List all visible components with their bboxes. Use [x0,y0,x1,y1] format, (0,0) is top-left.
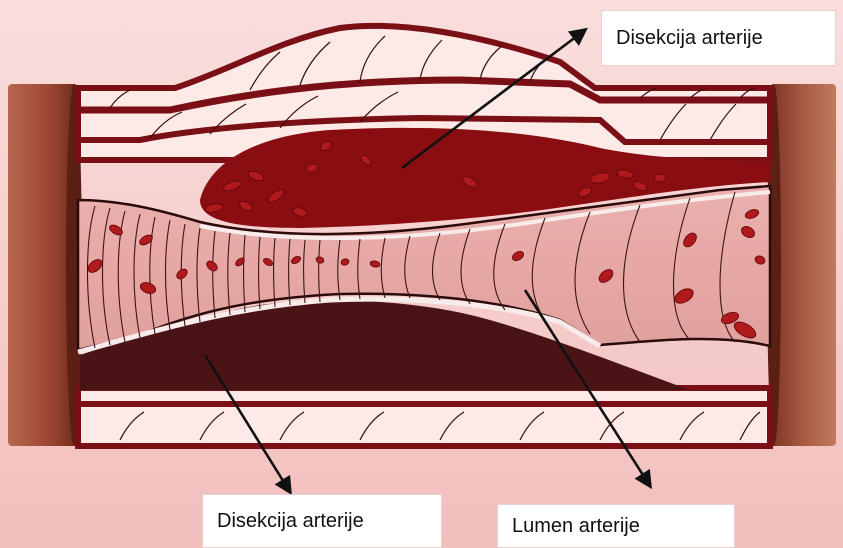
outer-wall-bottom [78,388,770,446]
label-bottom-right-text: Lumen arterije [512,516,640,536]
label-bottom-right-lumen: Lumen arterije [497,504,735,548]
label-bottom-left-text: Disekcija arterije [217,511,364,531]
label-bottom-left-dissection: Disekcija arterije [202,494,442,548]
label-top-text: Disekcija arterije [616,28,763,48]
label-top-dissection: Disekcija arterije [601,10,836,66]
